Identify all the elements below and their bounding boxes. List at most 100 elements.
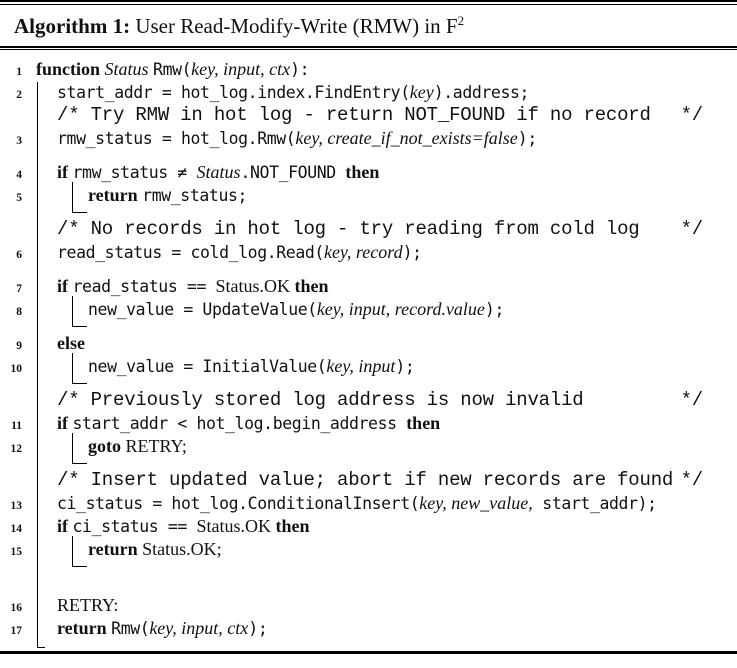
algo-line-16: 16 RETRY:	[0, 594, 737, 617]
code-content: return rmw_status;	[22, 184, 737, 208]
line-number: 5	[16, 192, 22, 205]
code-token: ci_status = hot_log.ConditionalInsert(	[57, 494, 420, 514]
code-content: start_addr = hot_log.index.FindEntry(key…	[22, 81, 737, 105]
code-token: );	[402, 243, 422, 263]
code-token: then	[406, 413, 441, 434]
code-token: then	[294, 276, 329, 297]
code-token: key, input	[326, 356, 396, 377]
code-content: if start_addr < hot_log.begin_address th…	[22, 412, 737, 436]
function-block-line	[37, 82, 45, 649]
comment-line: /* Insert updated value; abort if new re…	[0, 469, 737, 492]
block-end-hook	[72, 536, 87, 568]
comment-line: /* Try RMW in hot log - return NOT_FOUND…	[0, 104, 737, 127]
line-number: 12	[10, 443, 23, 456]
code-token: ci_status ==	[72, 517, 197, 537]
code-token: rmw_status;	[142, 186, 248, 206]
bottom-rule	[0, 651, 737, 654]
code-content: goto RETRY;	[22, 435, 737, 459]
code-token: key, input, ctx	[149, 618, 249, 639]
comment-close: */	[680, 104, 704, 127]
code-token: goto	[88, 436, 126, 457]
comment-text: /* Insert updated value; abort if new re…	[22, 469, 737, 492]
line-number: 16	[10, 602, 23, 615]
code-content: rmw_status = hot_log.Rmw(key, create_if_…	[22, 127, 737, 151]
line-number: 9	[16, 340, 22, 353]
code-token: RETRY:	[57, 595, 119, 616]
comment-text: /* Previously stored log address is now …	[22, 389, 737, 412]
code-content: new_value = UpdateValue(key, input, reco…	[22, 298, 737, 322]
comment-close: */	[680, 469, 704, 492]
line-number: 17	[10, 625, 23, 638]
code-token: else	[57, 333, 85, 354]
caption-rule	[0, 45, 737, 51]
comment-body: /* Previously stored log address is now …	[57, 389, 584, 412]
comment-body: /* Insert updated value; abort if new re…	[57, 469, 674, 492]
code-token: key	[409, 82, 434, 103]
code-token: start_addr = hot_log.index.FindEntry(	[57, 83, 410, 103]
code-token: function	[36, 59, 105, 80]
comment-text: /* No records in hot log - try reading f…	[22, 218, 737, 241]
code-token: Status	[104, 59, 154, 80]
code-token: ):	[290, 60, 310, 80]
comment-close: */	[680, 389, 704, 412]
algorithm-caption-label: Algorithm 1:	[14, 13, 131, 38]
block-end-hook	[72, 296, 87, 328]
algo-line-9: 9 else	[0, 332, 737, 355]
code-token: Rmw(	[153, 60, 192, 80]
line-number: 7	[16, 283, 22, 296]
algo-line-17: 17 return Rmw(key, input, ctx);	[0, 617, 737, 640]
line-number: 14	[10, 523, 23, 536]
code-token: if	[57, 516, 73, 537]
code-content: if ci_status == Status.OK then	[22, 515, 737, 539]
code-token: Rmw(	[111, 619, 150, 639]
comment-line: /* Previously stored log address is now …	[0, 389, 737, 412]
code-content: if read_status == Status.OK then	[22, 275, 737, 299]
code-token: read_status = cold_log.Read(	[57, 243, 324, 263]
code-token: return	[88, 539, 143, 560]
block-end-hook	[72, 433, 87, 465]
comment-line: /* No records in hot log - try reading f…	[0, 218, 737, 241]
line-number: 15	[10, 546, 23, 559]
algorithm-caption-text: User Read-Modify-Write (RMW) in F	[130, 13, 458, 38]
algorithm-caption: Algorithm 1: User Read-Modify-Write (RMW…	[0, 5, 737, 46]
code-content: new_value = InitialValue(key, input);	[22, 355, 737, 379]
line-number: 8	[16, 306, 22, 319]
line-number: 4	[16, 169, 22, 182]
code-content: else	[22, 332, 737, 356]
code-content: function Status Rmw(key, input, ctx):	[22, 58, 737, 82]
line-number: 6	[16, 249, 22, 262]
code-token: then	[275, 516, 310, 537]
code-content: if rmw_status ≠ Status.NOT_FOUND then	[22, 161, 737, 185]
block-end-hook	[72, 182, 87, 214]
code-token: if	[57, 276, 73, 297]
code-token: );	[517, 129, 537, 149]
code-content: read_status = cold_log.Read(key, record)…	[22, 241, 737, 265]
code-token: rmw_status ≠	[72, 163, 197, 183]
code-token: Status	[196, 162, 241, 183]
code-token: if	[57, 413, 73, 434]
code-token: Status.OK	[215, 276, 295, 297]
code-token: RETRY;	[125, 436, 187, 457]
code-token: );	[248, 619, 268, 639]
code-content: return Status.OK;	[22, 538, 737, 562]
line-number: 1	[16, 66, 22, 79]
code-token: rmw_status = hot_log.Rmw(	[57, 129, 296, 149]
line-number: 10	[10, 363, 23, 376]
code-token: new_value = UpdateValue(	[88, 300, 317, 320]
line-number: 2	[16, 89, 22, 102]
comment-text: /* Try RMW in hot log - return NOT_FOUND…	[22, 104, 737, 127]
code-token: return	[57, 618, 112, 639]
